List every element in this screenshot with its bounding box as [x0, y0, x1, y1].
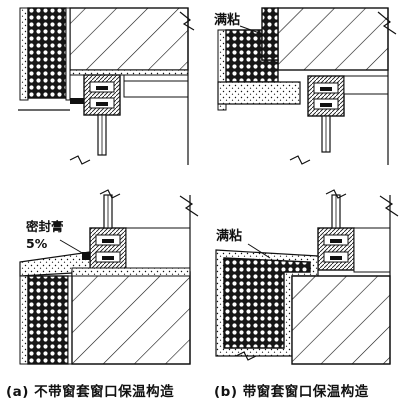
- panel-b-sill: 满粘: [215, 189, 399, 365]
- caption-b: (b) 带窗套窗口保温构造: [214, 384, 369, 400]
- sealant-label: 密封膏: [25, 219, 64, 234]
- caption-a: (a) 不带窗套窗口保温构造: [6, 384, 175, 400]
- panel-a-sill: 密封膏 5%: [19, 189, 199, 365]
- full-paste-bottom-label: 满粘: [216, 228, 242, 244]
- panel-b-head: 满粘: [214, 7, 397, 165]
- full-paste-top-label: 满粘: [214, 12, 240, 28]
- panel-a-head: [18, 7, 195, 165]
- sealant-percent-label: 5%: [26, 236, 48, 251]
